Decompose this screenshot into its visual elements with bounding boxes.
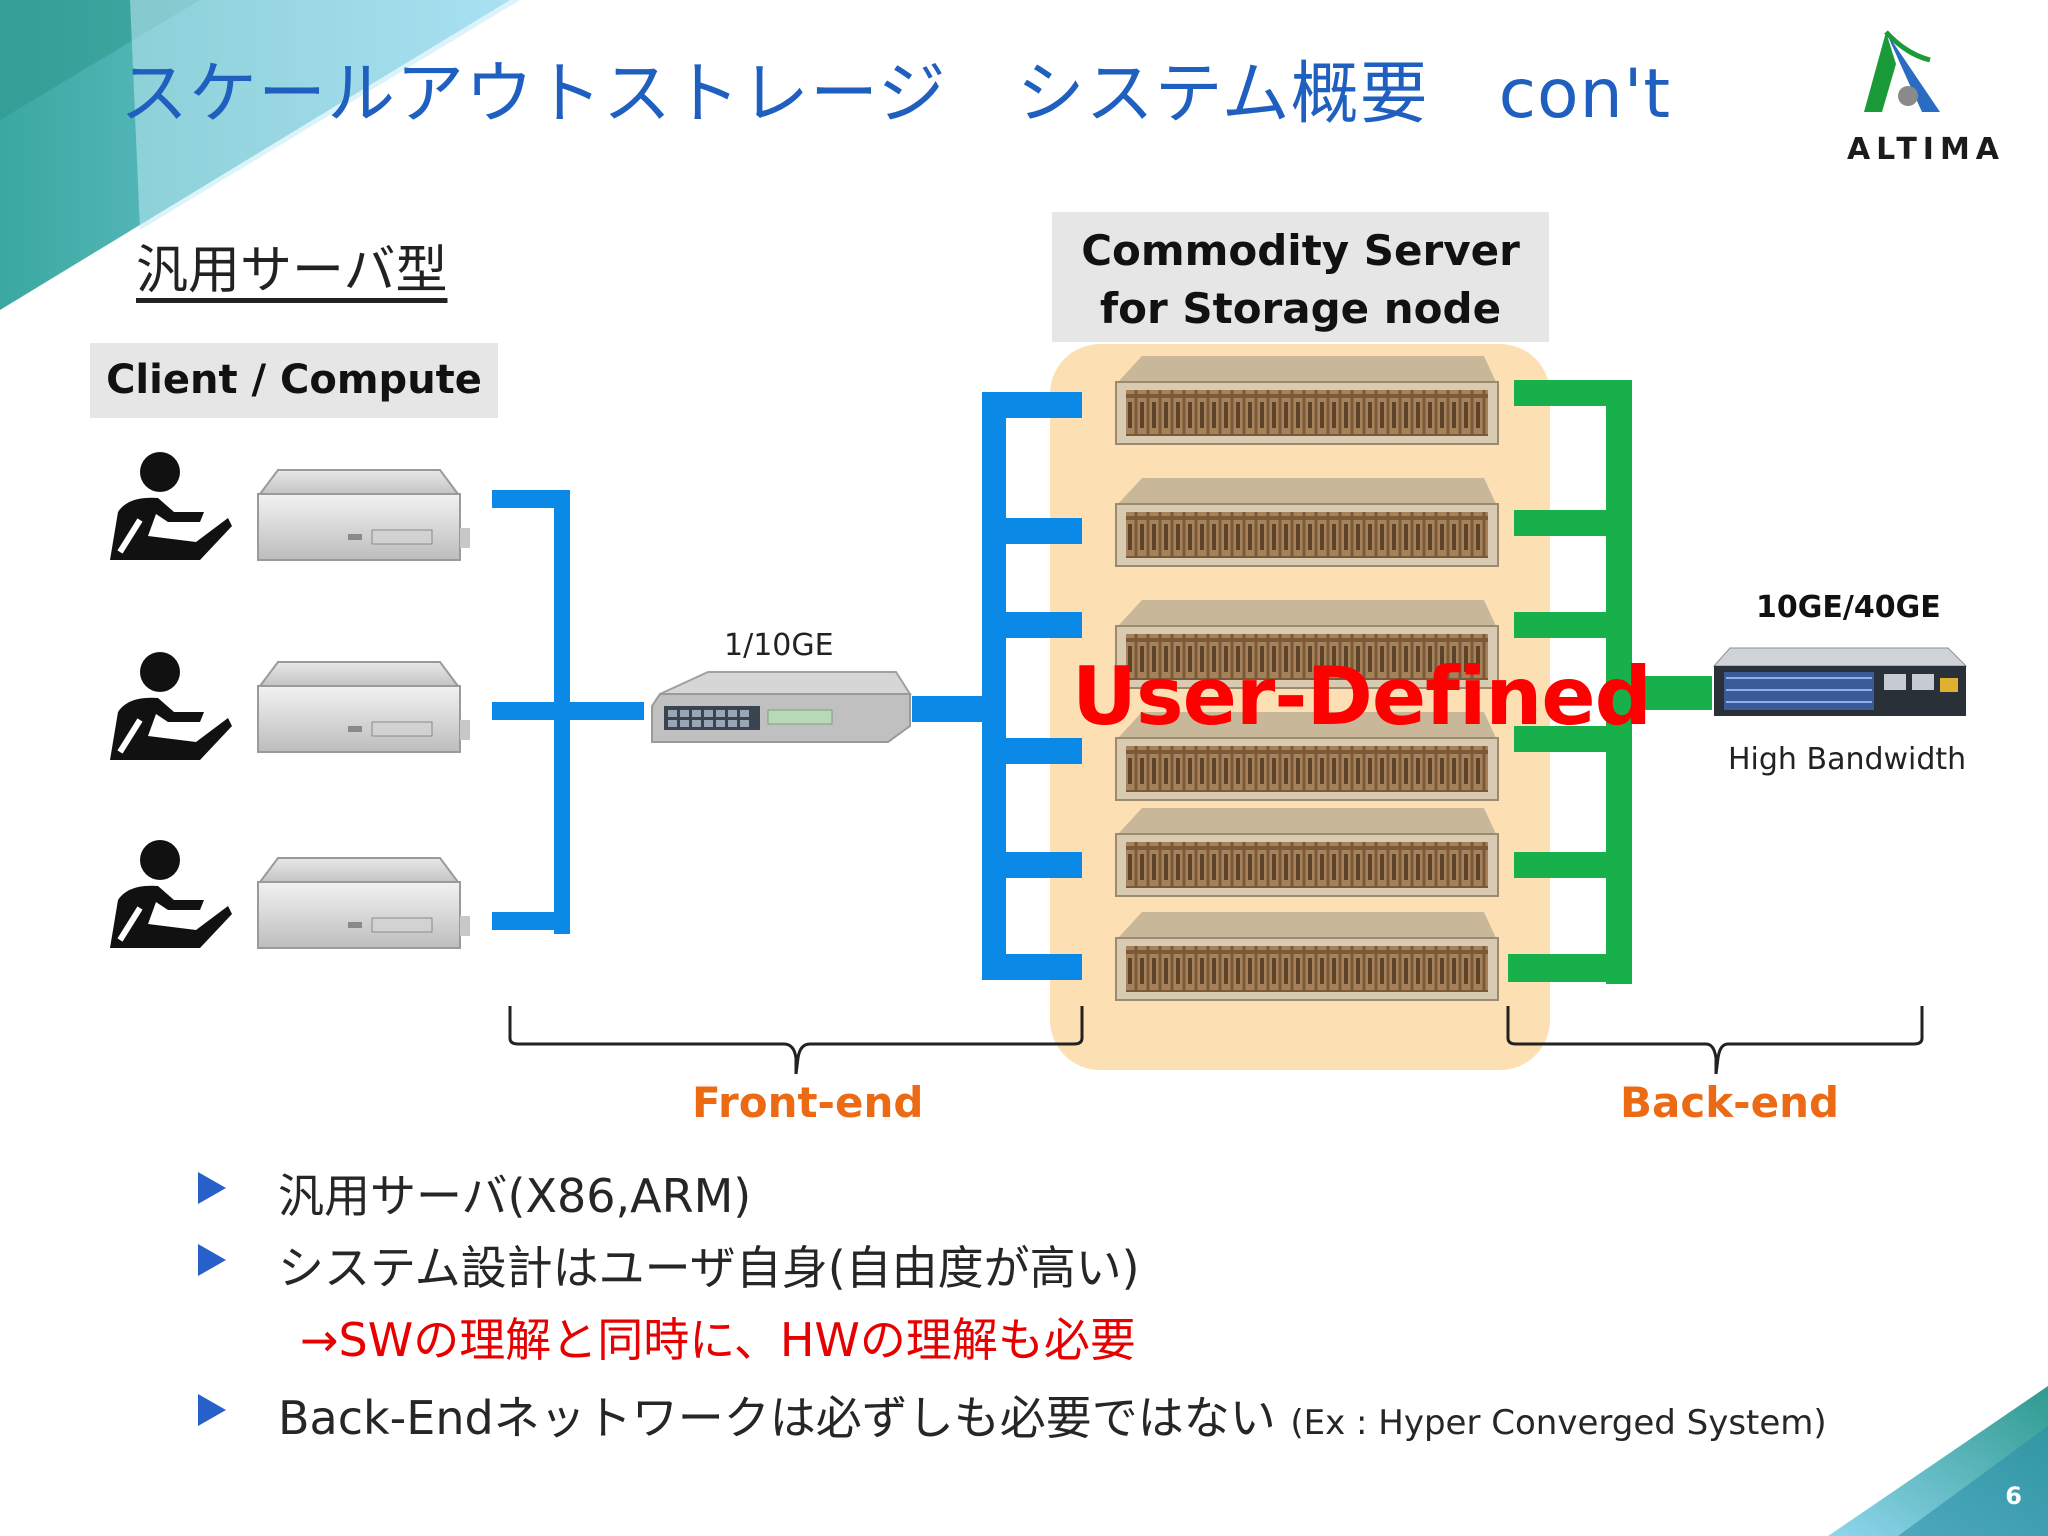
- slide-title: スケールアウトストレージシステム概要 con't: [120, 38, 1671, 137]
- switch-icon: [651, 671, 912, 743]
- title-part-3: con't: [1498, 55, 1672, 134]
- bullet-text: 汎用サーバ(X86,ARM): [278, 1169, 752, 1223]
- storage-server-3: [1115, 600, 1499, 689]
- bullet-triangle-icon: [198, 1394, 226, 1426]
- altima-logo-mark-icon: [1864, 30, 1940, 112]
- back-end-brace: [1506, 1006, 1924, 1075]
- commodity-server-label: Commodity Server for Storage node: [1052, 212, 1549, 342]
- client-server-icon: [257, 469, 470, 561]
- altima-logo: ALTIMA: [1826, 24, 2026, 167]
- client-row-2: [110, 652, 470, 760]
- corner-decoration-bottom-right: [1828, 1386, 2048, 1536]
- page-number: 6: [2005, 1482, 2022, 1510]
- client-row-1: [110, 452, 470, 561]
- back-end-label: Back-end: [1620, 1078, 1840, 1127]
- logo-text: ALTIMA: [1846, 132, 2006, 167]
- user-icon: [110, 452, 232, 560]
- user-icon: [110, 652, 232, 760]
- backend-link-bus: [1508, 380, 1712, 984]
- bullet-example: (Ex : Hyper Converged System): [1290, 1403, 1827, 1443]
- client-server-icon: [257, 661, 470, 753]
- backend-switch-icon: [1712, 647, 1968, 716]
- storage-server-5: [1115, 808, 1499, 897]
- client-server-icon: [257, 857, 470, 949]
- storage-link-bus: [912, 392, 1082, 980]
- commodity-label-line1: Commodity Server: [1081, 226, 1520, 275]
- subheading: 汎用サーバ型: [136, 241, 448, 301]
- client-link-bus: [492, 490, 644, 934]
- title-part-1: スケールアウトストレージ: [120, 55, 947, 134]
- backend-switch-speed-label: 10GE/40GE: [1756, 590, 1941, 625]
- bullet-text-wrapper: Back-Endネットワークは必ずしも必要ではない (Ex : Hyper Co…: [278, 1382, 1827, 1448]
- front-end-brace: [508, 1006, 1084, 1075]
- bullet-triangle-icon: [198, 1244, 226, 1276]
- bullet-text: Back-Endネットワークは必ずしも必要ではない: [278, 1391, 1276, 1445]
- bullet-note-red: →SWの理解と同時に、HWの理解も必要: [300, 1313, 1136, 1367]
- high-bandwidth-label: High Bandwidth: [1728, 742, 1967, 777]
- client-row-3: [110, 840, 470, 949]
- bullet-triangle-icon: [198, 1172, 226, 1204]
- title-part-2: システム概要: [1016, 55, 1429, 134]
- storage-server-6: [1115, 912, 1499, 1001]
- user-defined-overlay: User-Defined: [1072, 650, 1652, 743]
- storage-server-4: [1115, 712, 1499, 801]
- switch-speed-label: 1/10GE: [724, 628, 834, 663]
- corner-decoration-top-left: [0, 0, 520, 310]
- front-end-label: Front-end: [692, 1078, 924, 1127]
- bullet-text: システム設計はユーザ自身(自由度が高い): [278, 1241, 1140, 1295]
- storage-server-1: [1115, 356, 1499, 445]
- commodity-label-line2: for Storage node: [1099, 284, 1502, 333]
- storage-server-2: [1115, 478, 1499, 567]
- user-icon: [110, 840, 232, 948]
- client-compute-label: Client / Compute: [90, 343, 498, 418]
